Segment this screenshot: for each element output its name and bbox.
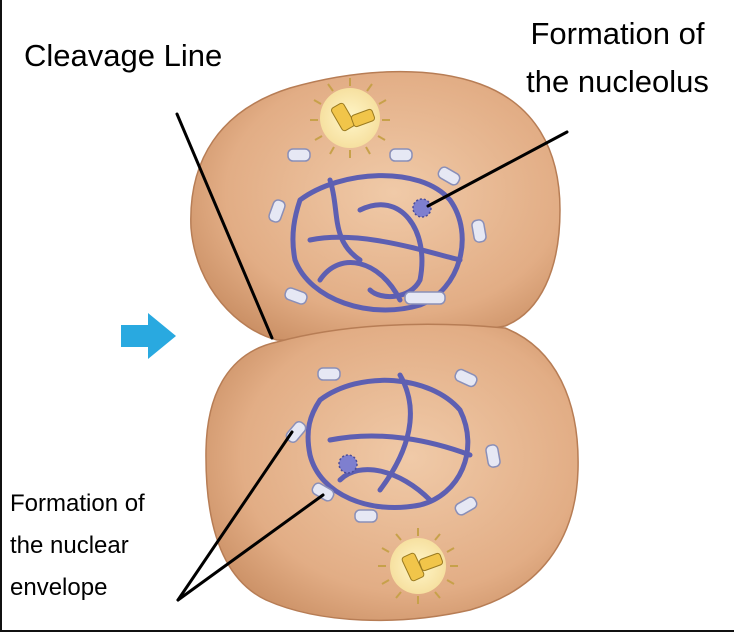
nucleolus-label-line1: Formation of xyxy=(510,10,725,58)
envelope-label-line1: Formation of xyxy=(10,483,145,525)
nucleolus-label: Formation of the nucleolus xyxy=(510,10,725,106)
cleavage-line-label: Cleavage Line xyxy=(24,38,222,74)
nucleolus-label-line2: the nucleolus xyxy=(510,58,725,106)
lower-nucleolus xyxy=(339,455,357,473)
nuclear-envelope-label: Formation of the nuclear envelope xyxy=(10,483,145,609)
envelope-label-line2: the nuclear xyxy=(10,525,145,567)
envelope-label-line3: envelope xyxy=(10,567,145,609)
right-arrow-icon xyxy=(121,313,176,359)
upper-nucleolus xyxy=(413,199,431,217)
